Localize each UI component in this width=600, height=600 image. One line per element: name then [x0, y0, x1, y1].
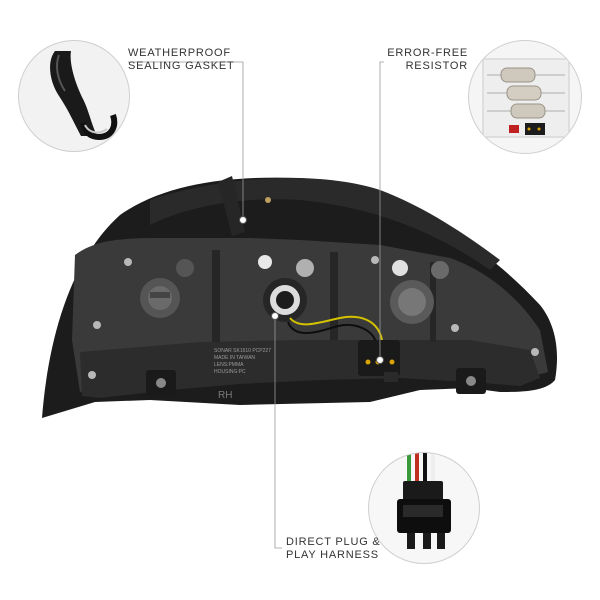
boss — [392, 260, 408, 276]
boss — [258, 255, 272, 269]
callout-line: PLAY HARNESS — [286, 549, 379, 561]
callout-resistor-label: ERROR-FREE RESISTOR — [384, 47, 468, 73]
bulb-socket-right-inner — [398, 288, 426, 316]
leader-resistor — [379, 61, 384, 360]
bulb-socket-center-inner — [276, 291, 294, 309]
rib — [330, 252, 338, 340]
screw — [531, 348, 539, 356]
screw — [124, 258, 132, 266]
callout-gasket-label: WEATHERPROOF SEALING GASKET — [128, 47, 235, 73]
gasket-icon — [50, 51, 118, 141]
side-marking: RH — [218, 390, 232, 401]
resistor-icon — [482, 58, 570, 138]
screw — [93, 321, 101, 329]
top-tab — [218, 176, 245, 236]
leader-dot — [271, 312, 279, 320]
screw — [451, 324, 459, 332]
screw — [265, 197, 271, 203]
leader-dot — [376, 356, 384, 364]
socket-tab — [150, 292, 170, 298]
wire-black — [287, 321, 377, 343]
mounting-stud-bolt — [466, 376, 476, 386]
housing-marking: MADE IN TAIWAN — [214, 355, 255, 361]
screw — [371, 256, 379, 264]
boss — [176, 259, 194, 277]
leader-harness — [274, 316, 282, 549]
wire-yellow — [289, 315, 383, 341]
connector-pin — [389, 359, 395, 365]
boss — [431, 261, 449, 279]
mounting-stud-bolt — [156, 378, 166, 388]
housing-marking: HOUSING:PC — [214, 369, 246, 375]
connector-pin — [365, 359, 371, 365]
leader-lines — [128, 61, 384, 549]
harness-closeup — [368, 452, 480, 564]
callout-line: DIRECT PLUG & — [286, 536, 381, 548]
leader-gasket — [128, 61, 244, 220]
callout-line: RESISTOR — [405, 60, 468, 72]
gasket-closeup — [18, 40, 130, 152]
housing-marking: LENS:PMMA — [214, 362, 244, 368]
resistor-closeup — [468, 40, 582, 154]
rib — [212, 250, 220, 342]
callout-harness-label: DIRECT PLUG & PLAY HARNESS — [286, 536, 381, 562]
screw — [88, 371, 96, 379]
leader-dot — [239, 216, 247, 224]
connector-tail — [384, 372, 398, 382]
lower-bar — [80, 340, 540, 398]
boss — [296, 259, 314, 277]
callout-line: ERROR-FREE — [387, 47, 468, 59]
callout-line: WEATHERPROOF — [128, 47, 231, 59]
housing-marking: SONAR SK1610 PCP227 — [214, 348, 271, 354]
connector-icon — [397, 453, 451, 549]
callout-line: SEALING GASKET — [128, 60, 235, 72]
